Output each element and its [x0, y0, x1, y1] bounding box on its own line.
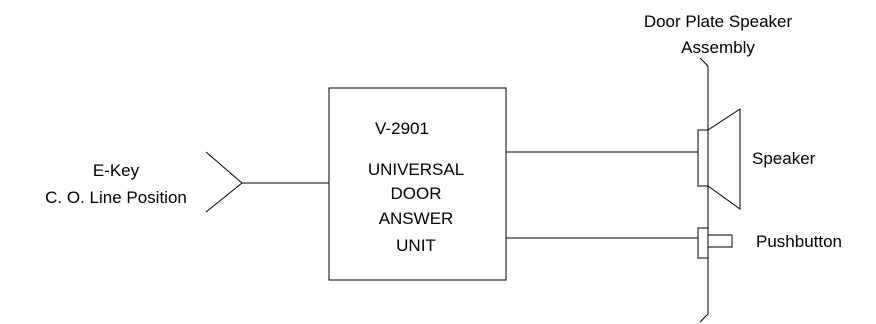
speaker-magnet [697, 129, 709, 187]
input-label-line-1: E-Key [93, 161, 140, 180]
line-jack-symbol [205, 151, 243, 213]
unit-name-line-4: UNIT [396, 236, 436, 255]
unit-model: V-2901 [375, 119, 429, 138]
input-label-line-2: C. O. Line Position [45, 188, 187, 207]
speaker-label: Speaker [752, 149, 816, 168]
pushbutton-label: Pushbutton [756, 232, 842, 251]
unit-name-line-1: UNIVERSAL [368, 160, 464, 179]
assembly-label-line-1: Door Plate Speaker [644, 12, 793, 31]
speaker-icon [707, 108, 741, 210]
pushbutton-icon [707, 234, 733, 248]
assembly-label-line-2: Assembly [681, 38, 755, 57]
pushbutton-base [697, 227, 709, 259]
door-answer-unit-box [328, 87, 507, 281]
door-plate [699, 57, 709, 323]
unit-name-line-2: DOOR [391, 184, 442, 203]
unit-name-line-3: ANSWER [379, 209, 454, 228]
